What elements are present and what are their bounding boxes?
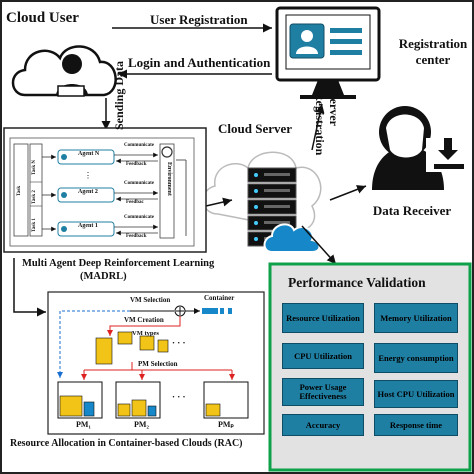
cloud-user-icon	[11, 45, 117, 97]
environment-label: Environment	[166, 162, 172, 196]
vm-types-label: VM types	[132, 330, 159, 337]
cloud-user-label: Cloud User	[6, 10, 79, 26]
task-n-label: Task N	[32, 160, 37, 175]
madrl-to-server-arrow	[205, 197, 233, 207]
cloud-server-label: Cloud Server	[218, 121, 293, 136]
login-authentication-label: Login and Authentication	[128, 55, 271, 70]
vm-dots: · · ·	[172, 338, 186, 348]
metric-power-usage-effectiveness: Power Usage Effectiveness	[282, 378, 364, 406]
vm-selection-label: VM Selection	[130, 296, 171, 304]
madrl-box: ⋮	[3, 127, 207, 253]
feedbac-label: Feedbac	[126, 200, 144, 205]
madrl-caption: Multi Agent Deep Reinforcement Learning	[22, 258, 215, 269]
rac-caption: Resource Allocation in Container-based C…	[10, 438, 243, 449]
metric-host-cpu-utilization: Host CPU Utilization	[374, 380, 458, 408]
pmp-label: PMₚ	[218, 420, 234, 429]
data-receiver-icon	[372, 106, 472, 190]
pm2-label: PM₂	[134, 420, 149, 429]
metric-energy-consumption: Energy consumption	[374, 343, 458, 373]
rac-box	[47, 291, 265, 435]
metric-resource-utilization: Resource Utilization	[282, 303, 364, 333]
user-registration-label: User Registration	[150, 12, 248, 27]
task-2-label: Task 2	[32, 190, 37, 204]
server-registration-label: Server Registration	[313, 92, 341, 156]
metric-response-time: Response time	[374, 414, 458, 436]
feedback-label-3: Feedback	[126, 234, 147, 239]
metric-accuracy: Accuracy	[282, 414, 364, 436]
sending-data-label: Sending Data	[112, 60, 126, 130]
registration-center-monitor-icon	[275, 6, 381, 99]
metric-memory-utilization: Memory Utilization	[374, 303, 458, 333]
communicate-label-3: Communicate	[124, 215, 154, 220]
data-receiver-label: Data Receiver	[372, 203, 452, 218]
server-registration-arrow	[311, 103, 325, 151]
communicate-label-2: Communicate	[124, 181, 154, 186]
agent-1-label: Agent 1	[78, 223, 98, 229]
task-label: Task	[17, 185, 22, 196]
server-to-performance-arrow	[301, 225, 337, 265]
agent-2-label: Agent 2	[78, 189, 98, 195]
task-1-label: Task 1	[32, 218, 37, 232]
container-label: Container	[204, 294, 235, 302]
registration-center-label: Registration center	[398, 36, 468, 68]
cloud-server-icon	[202, 151, 322, 253]
madrl-to-rac-arrow	[13, 258, 46, 317]
pm1-label: PM₁	[76, 420, 91, 429]
metric-cpu-utilization: CPU Utilization	[282, 343, 364, 369]
server-to-receiver-arrow	[329, 185, 367, 201]
performance-title: Performance Validation	[288, 275, 426, 290]
feedback-label-1: Feedback	[126, 162, 147, 167]
agent-n-label: Agent N	[78, 151, 100, 157]
madrl-caption-abbrev: (MADRL)	[80, 271, 127, 282]
pm-selection-label: PM Selection	[138, 360, 178, 368]
pm-dots: · · ·	[172, 392, 186, 402]
vm-creation-label: VM Creation	[124, 316, 164, 324]
communicate-label-1: Communicate	[124, 143, 154, 148]
svg-text:⋮: ⋮	[84, 171, 92, 180]
